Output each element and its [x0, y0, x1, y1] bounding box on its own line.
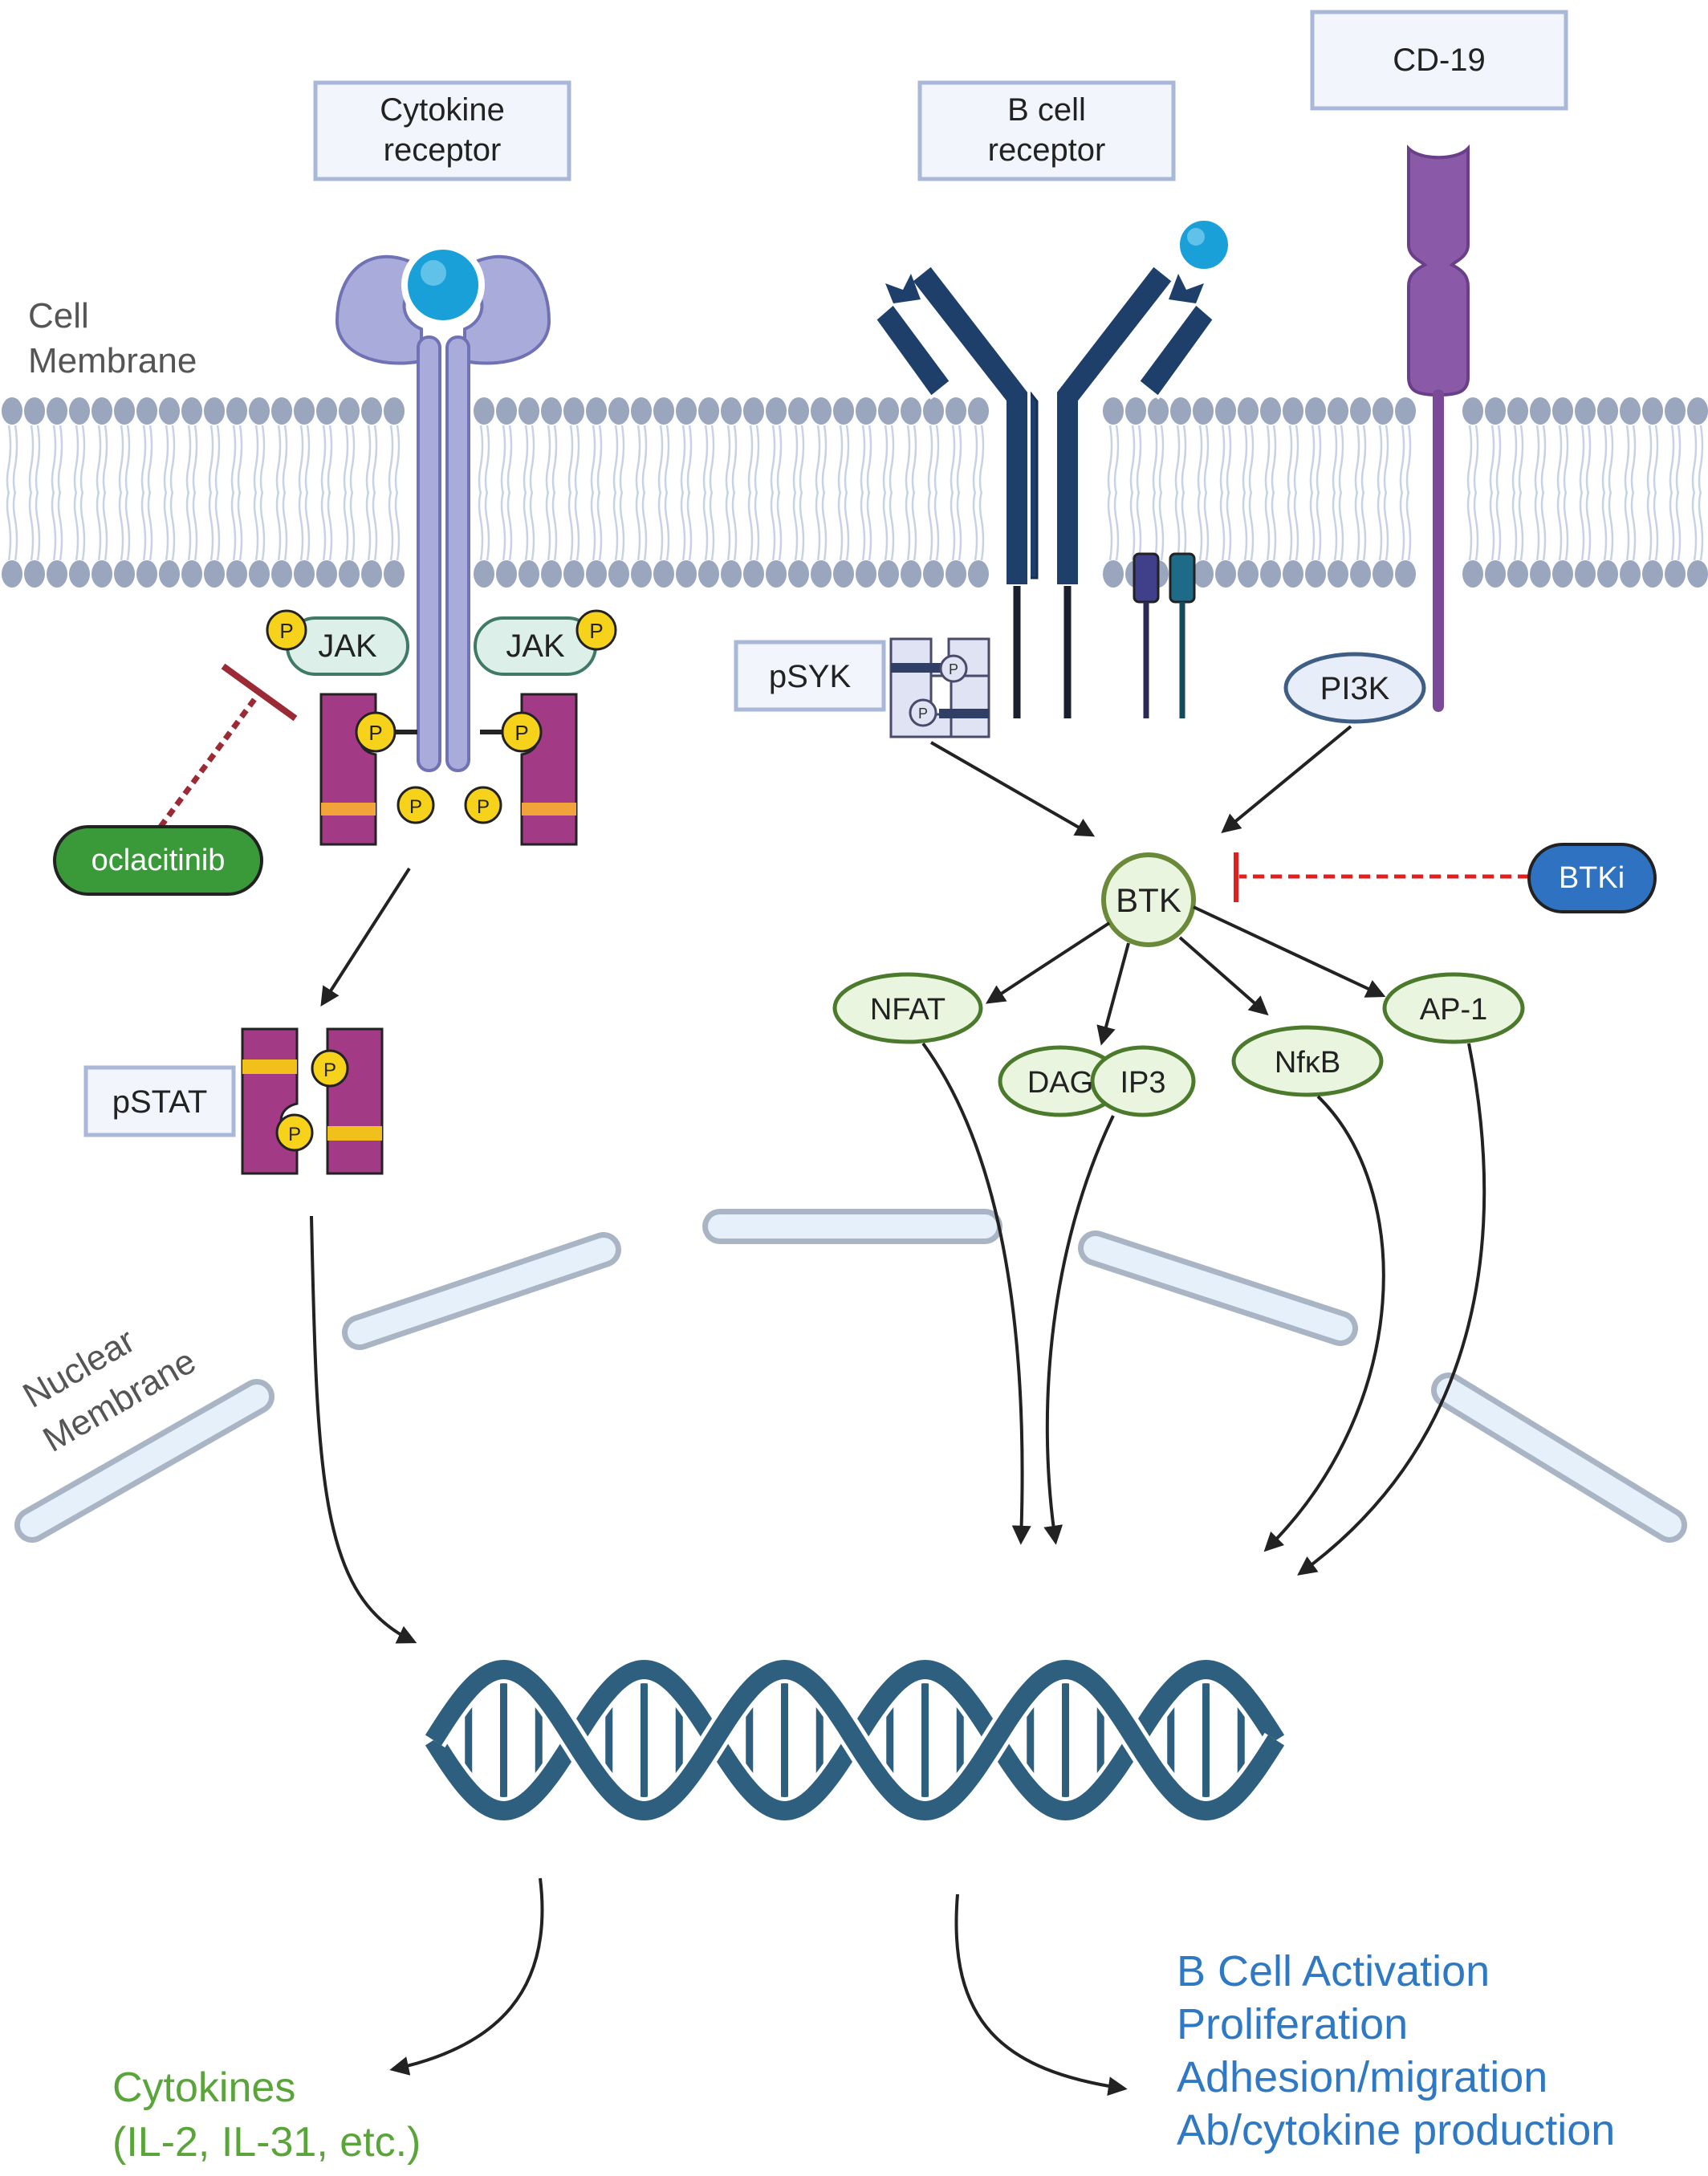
- cd19-label: CD-19: [1393, 43, 1486, 78]
- svg-text:P: P: [409, 796, 422, 818]
- arrow-btk-to-dag: [1096, 942, 1130, 1046]
- svg-text:AP-1: AP-1: [1420, 993, 1487, 1027]
- cell-membrane-label-line1: Cell: [28, 296, 89, 336]
- arrow-dna-to-cytokines: [389, 1877, 544, 2076]
- svg-text:DAG: DAG: [1027, 1066, 1093, 1100]
- svg-text:P: P: [589, 619, 603, 643]
- cytokine-receptor-label-box: Cytokine receptor: [313, 80, 571, 181]
- nuclear-entry-arrows: [310, 1042, 1486, 1644]
- cd19-receptor: [1407, 144, 1470, 712]
- jak-right: JAK P: [474, 609, 617, 676]
- btk-node: BTK: [1101, 852, 1196, 947]
- svg-text:pSTAT: pSTAT: [112, 1084, 208, 1120]
- cytokines-label-line1: Cytokines: [112, 2064, 295, 2111]
- arrow-pi3k-to-btk: [1221, 725, 1352, 834]
- stat-dimer-receptor: P P P P: [319, 693, 578, 846]
- outcome-line4: Ab/cytokine production: [1177, 2106, 1615, 2154]
- svg-text:P: P: [368, 721, 382, 745]
- svg-text:P: P: [514, 721, 528, 745]
- pstat-dimer: P P: [241, 1027, 384, 1175]
- cytokine-receptor-label-line2: receptor: [384, 132, 502, 168]
- svg-text:BTK: BTK: [1116, 881, 1181, 919]
- svg-text:JAK: JAK: [318, 628, 377, 664]
- outcome-line1: B Cell Activation: [1177, 1947, 1490, 1995]
- arrow-receptor-to-pstat: [320, 867, 411, 1007]
- svg-text:P: P: [918, 706, 928, 722]
- arrow-btk-to-ap1: [1193, 905, 1386, 998]
- pstat-label-box: pSTAT: [83, 1065, 236, 1137]
- bcr-antigen: [1175, 216, 1233, 274]
- arrow-ip3-to-nucleus: [1043, 1115, 1115, 1545]
- svg-text:NFAT: NFAT: [870, 993, 946, 1027]
- arrow-psyk-to-btk: [930, 741, 1096, 837]
- svg-text:P: P: [323, 1060, 336, 1081]
- arrow-nfkb-to-nucleus: [1263, 1095, 1385, 1552]
- svg-text:PI3K: PI3K: [1320, 671, 1390, 706]
- cell-membrane: [2, 397, 1708, 588]
- arrow-nfat-to-nucleus: [921, 1042, 1031, 1545]
- btki-drug: BTKi: [1527, 843, 1657, 913]
- svg-text:P: P: [477, 796, 490, 818]
- outcome-line3: Adhesion/migration: [1177, 2053, 1547, 2101]
- arrow-btk-to-nfkb: [1178, 936, 1269, 1016]
- bcr-label-line1: B cell: [1007, 92, 1086, 128]
- psyk-protein: P P: [889, 637, 990, 738]
- psyk-label-box: pSYK: [734, 640, 886, 712]
- oclacitinib-inhibition: [158, 663, 298, 829]
- ap1-node: AP-1: [1382, 972, 1525, 1044]
- arrow-pstat-to-dna: [310, 1215, 417, 1644]
- dna-helix: [421, 1655, 1288, 1825]
- cytokine-receptor-label-line1: Cytokine: [380, 92, 505, 128]
- cytokines-label-line2: (IL-2, IL-31, etc.): [112, 2119, 421, 2166]
- arrow-btk-to-nfat: [985, 921, 1111, 1004]
- nuclear-membrane: [14, 1209, 1687, 1543]
- arrow-ap1-to-nucleus: [1297, 1043, 1486, 1576]
- bcr-label-line2: receptor: [988, 132, 1106, 168]
- svg-text:NfκB: NfκB: [1275, 1046, 1340, 1080]
- cd19-label-box: CD-19: [1310, 10, 1568, 111]
- oclacitinib-label: oclacitinib: [92, 844, 226, 877]
- arrow-dna-to-outcomes: [954, 1893, 1128, 2097]
- oclacitinib-drug: oclacitinib: [53, 825, 263, 896]
- btki-inhibition: [1234, 852, 1529, 902]
- svg-text:P: P: [279, 619, 293, 643]
- nfat-node: NFAT: [832, 972, 983, 1044]
- svg-text:JAK: JAK: [506, 628, 565, 664]
- dag-ip3-node: DAG IP3: [998, 1045, 1196, 1117]
- b-cell-receptor: [872, 216, 1233, 718]
- svg-text:IP3: IP3: [1120, 1066, 1165, 1100]
- jak-left: JAK P: [266, 609, 409, 676]
- cytokine-receptor: [335, 243, 551, 772]
- nfkb-node: NfκB: [1231, 1025, 1384, 1097]
- svg-text:P: P: [949, 661, 958, 677]
- svg-text:BTKi: BTKi: [1559, 861, 1625, 895]
- svg-text:P: P: [288, 1124, 301, 1145]
- bcr-label-box: B cell receptor: [917, 80, 1176, 181]
- outcome-line2: Proliferation: [1177, 2000, 1408, 2048]
- cell-membrane-label-line2: Membrane: [28, 341, 197, 380]
- pi3k-node: PI3K: [1283, 652, 1426, 724]
- cytokine-ligand: [401, 243, 485, 327]
- svg-text:pSYK: pSYK: [769, 659, 852, 694]
